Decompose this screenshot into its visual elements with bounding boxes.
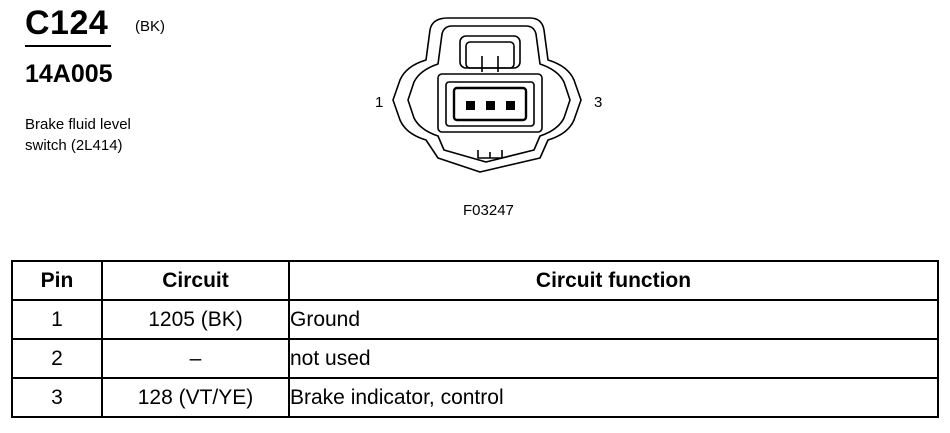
function-cell: Ground (288, 299, 939, 340)
pin-label-left: 1 (375, 94, 383, 111)
lock-tab-inner (465, 41, 515, 69)
function-cell: not used (288, 338, 939, 379)
table-header-row: Pin Circuit Circuit function (11, 260, 939, 301)
function-cell: Brake indicator, control (288, 377, 939, 418)
connector-description: Brake fluid level switch (2L414) (25, 114, 195, 156)
connector-outer-housing (392, 17, 582, 173)
connector-id: C124 (25, 4, 109, 42)
part-number: 14A005 (25, 60, 113, 88)
lock-tab-outer (459, 35, 521, 69)
column-header-circuit: Circuit (101, 260, 290, 301)
description-line-1: Brake fluid level (25, 116, 131, 133)
pin-cell: 3 (11, 377, 103, 418)
pinout-table: Pin Circuit Circuit function 1 1205 (BK)… (11, 260, 939, 418)
terminal-cavity-frame (445, 81, 535, 127)
terminal-cavity-inner (452, 86, 528, 122)
circuit-cell: – (101, 338, 290, 379)
terminal-3 (506, 101, 515, 110)
connector-color-code: (BK) (135, 18, 165, 35)
description-line-2: switch (2L414) (25, 137, 123, 154)
terminal-2 (486, 101, 495, 110)
circuit-cell: 1205 (BK) (101, 299, 290, 340)
pin-cell: 2 (11, 338, 103, 379)
table-row: 3 128 (VT/YE) Brake indicator, control (11, 377, 939, 418)
column-header-pin: Pin (11, 260, 103, 301)
connector-id-underline (25, 45, 111, 47)
pin-cell: 1 (11, 299, 103, 340)
circuit-cell: 128 (VT/YE) (101, 377, 290, 418)
figure-id: F03247 (463, 202, 514, 219)
column-header-circuit-function: Circuit function (288, 260, 939, 301)
connector-face-diagram: 1 3 (375, 17, 602, 173)
connector-inner-outline (407, 25, 571, 163)
pin-label-right: 3 (594, 94, 602, 111)
table-row: 1 1205 (BK) Ground (11, 299, 939, 340)
table-row: 2 – not used (11, 338, 939, 379)
terminal-cavity-outer (437, 73, 543, 133)
terminal-1 (466, 101, 475, 110)
